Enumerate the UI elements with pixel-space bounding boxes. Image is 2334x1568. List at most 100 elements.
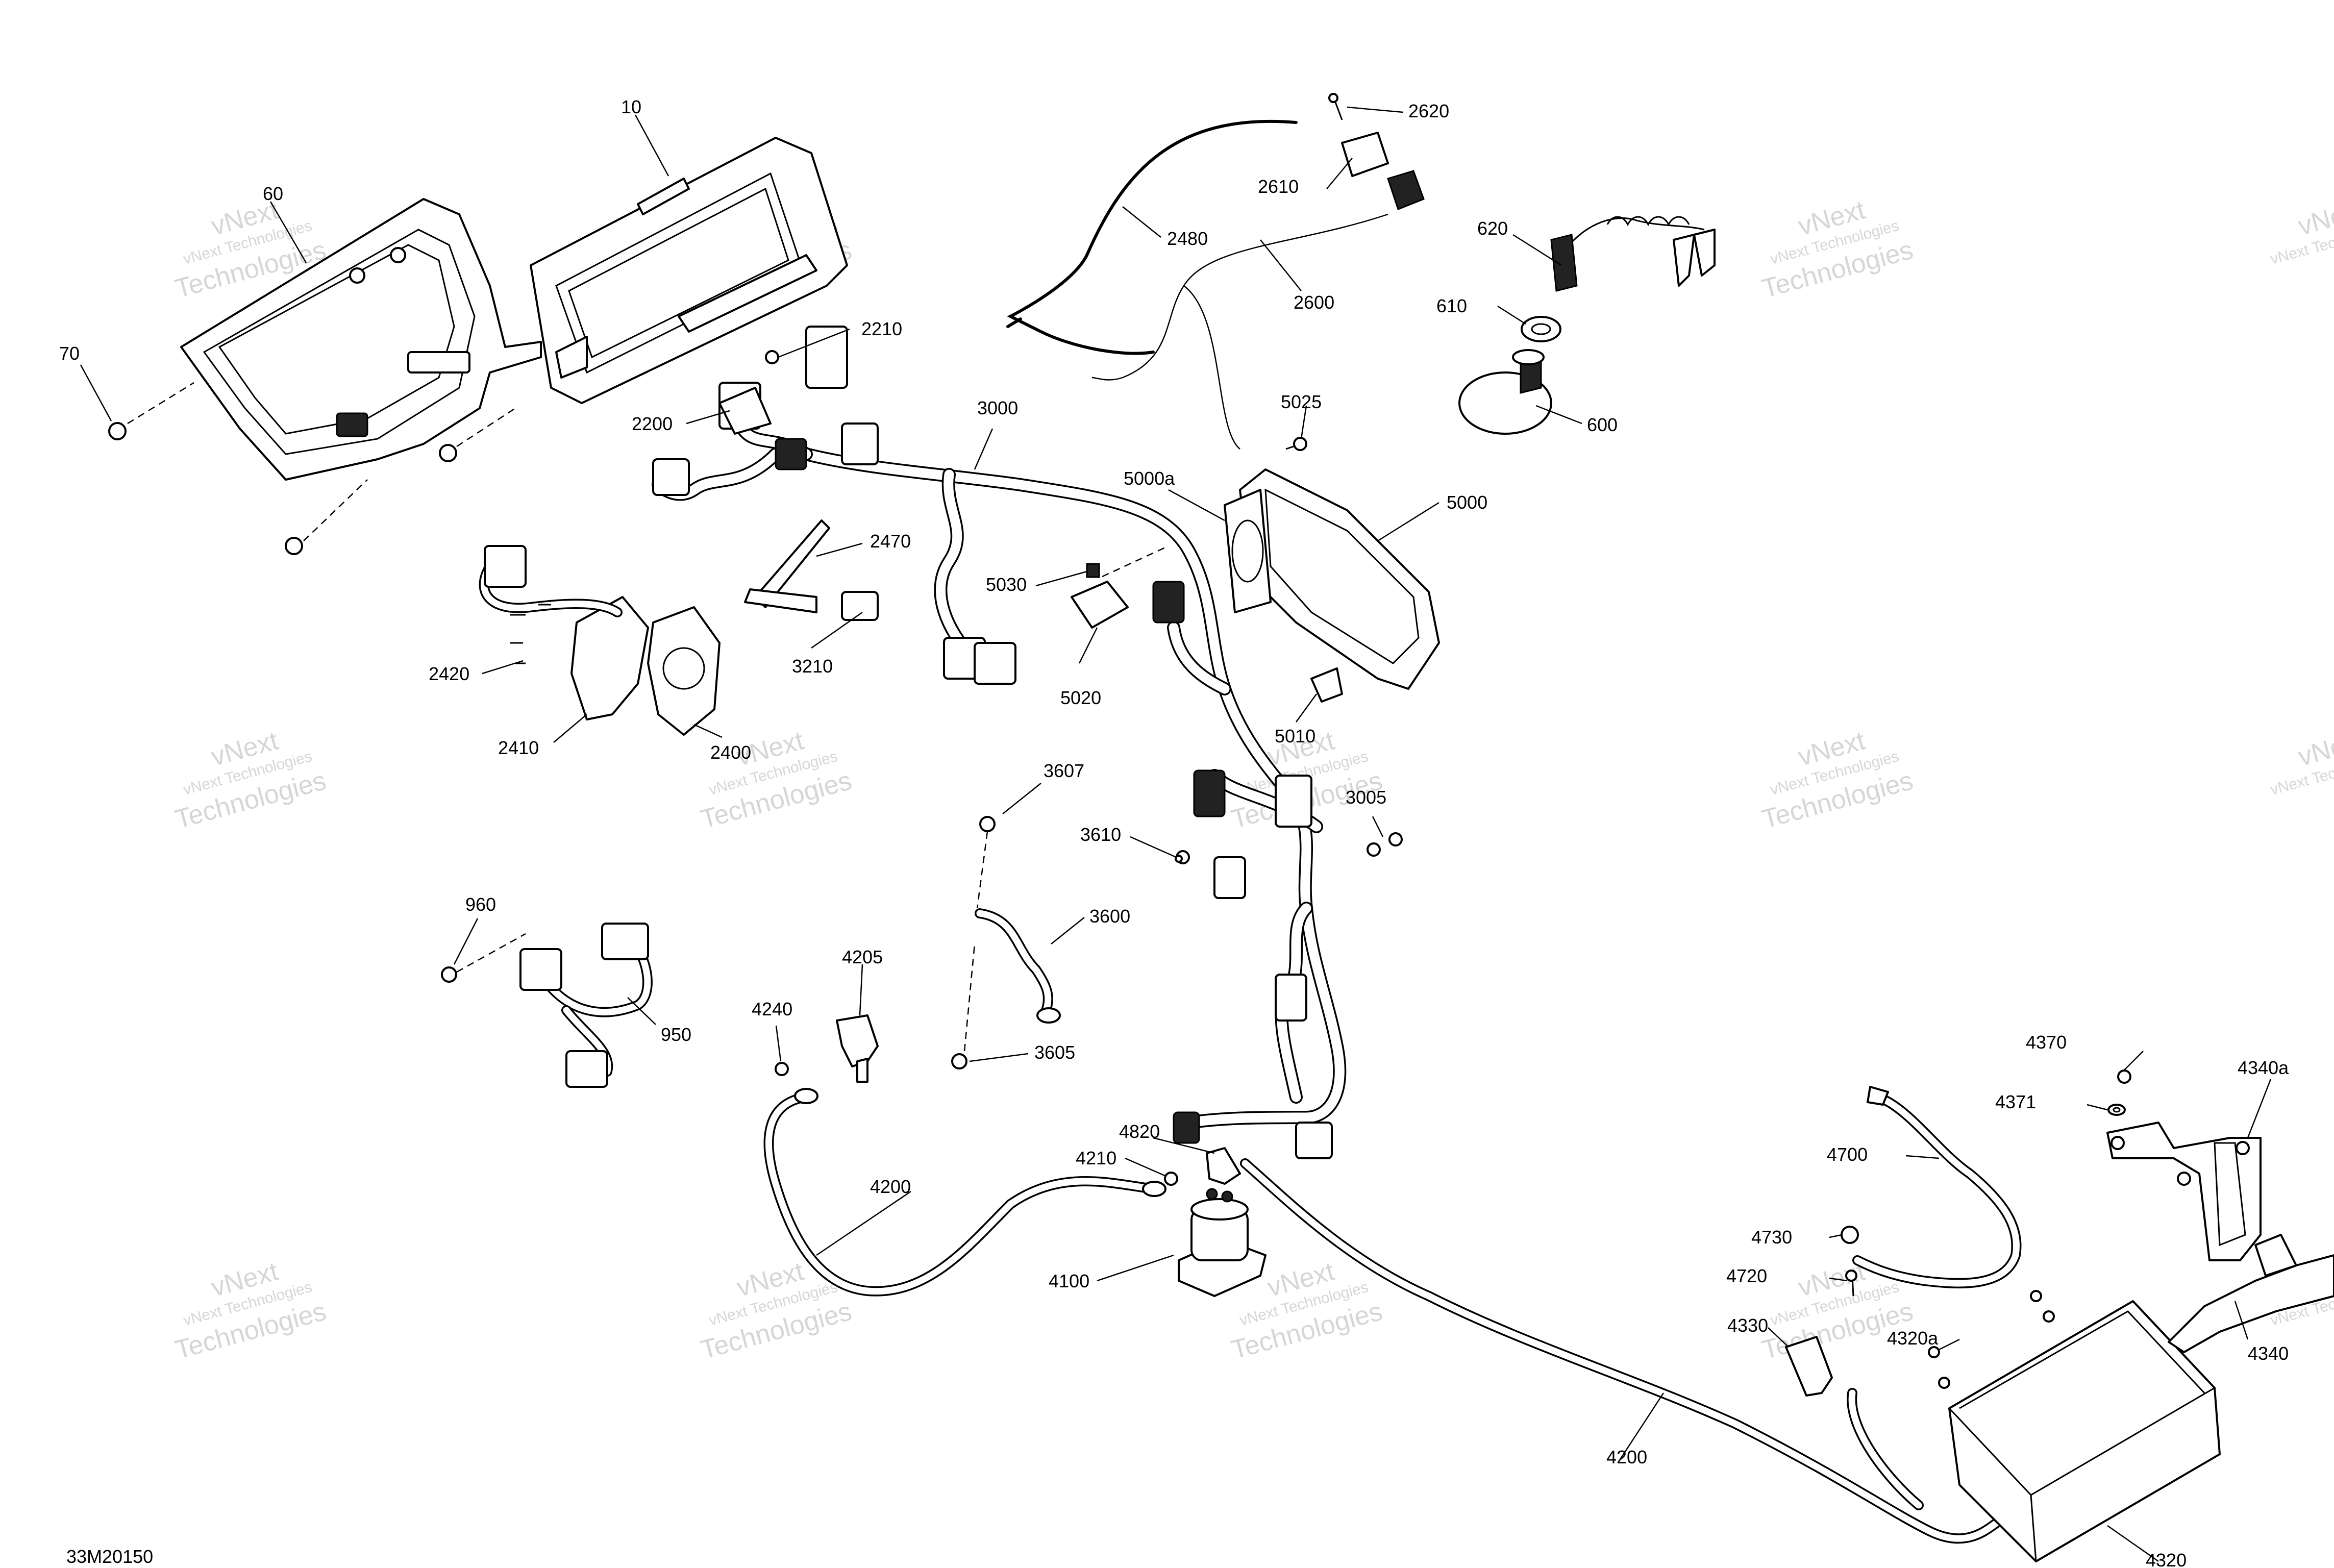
callout-5030: 5030 <box>986 574 1027 595</box>
connector-icon <box>1275 974 1307 1022</box>
screw-icon <box>2117 1069 2131 1084</box>
nut-icon <box>979 816 996 832</box>
connector-icon <box>974 642 1016 685</box>
callout-5000: 5000 <box>1447 492 1487 513</box>
nut-icon <box>1521 316 1561 342</box>
callout-5010: 5010 <box>1275 726 1315 746</box>
screws-2420 <box>510 604 551 664</box>
callout-4371: 4371 <box>1995 1091 2036 1112</box>
clip-5010 <box>1310 667 1343 703</box>
cable-lug-icon <box>836 1014 879 1067</box>
callout-4820: 4820 <box>1119 1121 1160 1142</box>
nut-4730 <box>1841 1226 1859 1244</box>
screw-icon <box>1938 1377 1950 1389</box>
callout-2410: 2410 <box>498 737 539 758</box>
leader-lines <box>80 106 2272 1562</box>
terminal-4205 <box>836 1014 879 1083</box>
ground-strap-3600 <box>975 908 1061 1024</box>
nut-icon <box>1086 563 1100 578</box>
connector-icon <box>652 458 690 496</box>
screw-icon <box>951 1053 967 1069</box>
key-switch-600 <box>1458 349 1552 435</box>
cable-lug-icon <box>1867 1086 1889 1106</box>
callout-4700: 4700 <box>1827 1144 1868 1165</box>
callout-4340a: 4340a <box>2238 1057 2289 1078</box>
callout-3210: 3210 <box>792 656 833 677</box>
screw-icon <box>1388 832 1403 847</box>
callout-4320: 4320 <box>2146 1550 2187 1568</box>
callout-610: 610 <box>1436 295 1467 316</box>
connector-icon <box>1152 581 1185 624</box>
callout-2610: 2610 <box>1258 176 1299 197</box>
antenna-wire <box>1006 119 1298 355</box>
callout-5025: 5025 <box>1281 391 1322 412</box>
boot-4820 <box>1206 1147 1241 1185</box>
small-hardware-36xx <box>951 816 1403 1069</box>
callout-4720: 4720 <box>1726 1265 1767 1286</box>
bracket-5020 <box>1071 581 1129 629</box>
starter-relay-4100 <box>1178 1188 1267 1297</box>
main-harness <box>652 417 1347 1129</box>
screw-2210 <box>765 350 779 364</box>
lever-2470 <box>744 519 830 613</box>
pin-2620 <box>1328 93 1343 120</box>
screws-4320a <box>1928 1290 2055 1389</box>
callout-4370: 4370 <box>2026 1032 2067 1053</box>
harness-2410 <box>479 545 623 617</box>
callout-2470: 2470 <box>870 531 911 552</box>
battery-4320 <box>1948 1300 2221 1562</box>
switch-2610 <box>1341 132 1425 210</box>
callout-4200: 4200 <box>1606 1447 1647 1467</box>
callout-2600: 2600 <box>1294 292 1334 313</box>
sub-harness-950 <box>519 923 653 1088</box>
screw-icon <box>439 444 457 462</box>
callout-3005: 3005 <box>1346 787 1386 808</box>
nut-610 <box>1521 316 1561 342</box>
callout-70: 70 <box>59 343 80 364</box>
connector-icon <box>775 438 807 470</box>
sensor-wire <box>1091 213 1388 450</box>
callout-2480: 2480 <box>1167 228 1208 249</box>
connector-icon <box>484 545 527 588</box>
nut-icon <box>1367 842 1381 857</box>
callout-labels: 10 60 70 2620 2610 2480 2600 620 610 600… <box>59 96 2289 1568</box>
callout-4200: 4200 <box>870 1176 911 1197</box>
callout-10: 10 <box>621 96 641 117</box>
connector-icon <box>1173 1111 1200 1144</box>
nut-4210 <box>1164 1172 1178 1186</box>
screw-icon <box>108 422 127 440</box>
switch-housing-2410 <box>570 596 649 720</box>
connector-2200 <box>718 387 772 435</box>
screw-icon <box>1845 1270 1857 1282</box>
connector-icon <box>1213 856 1246 899</box>
screw-960 <box>441 933 526 983</box>
nut-4240 <box>775 1062 789 1076</box>
connector-icon <box>841 591 879 621</box>
nut-5030 <box>1086 563 1100 578</box>
screw-icon <box>1293 437 1307 451</box>
callout-4210: 4210 <box>1076 1148 1116 1168</box>
boot-4330 <box>1785 1336 1833 1397</box>
bracket-screws <box>108 382 516 555</box>
connector-3210 <box>841 591 879 621</box>
cable-lug-icon <box>1142 1181 1166 1197</box>
callout-4730: 4730 <box>1751 1227 1792 1248</box>
callout-2620: 2620 <box>1408 101 1449 121</box>
screw-icon <box>441 966 457 983</box>
callout-4205: 4205 <box>842 947 883 967</box>
callout-3000: 3000 <box>977 397 1018 418</box>
connector-icon <box>565 1050 608 1088</box>
connector-icon <box>519 948 562 991</box>
cable-lug-icon <box>794 1088 818 1104</box>
connector-icon <box>1275 775 1312 828</box>
connector-icon <box>1295 1122 1333 1159</box>
screw-icon <box>1928 1346 1940 1358</box>
callout-3607: 3607 <box>1044 760 1084 781</box>
callout-3600: 3600 <box>1089 906 1130 927</box>
connector-icon <box>841 422 879 465</box>
battery-cable-4200 <box>763 1088 2005 1544</box>
callout-600: 600 <box>1587 414 1618 435</box>
battery-bracket-4340 <box>2106 1122 2334 1353</box>
throttle-2400 <box>647 606 721 736</box>
cable-lug-icon <box>1036 1007 1061 1024</box>
